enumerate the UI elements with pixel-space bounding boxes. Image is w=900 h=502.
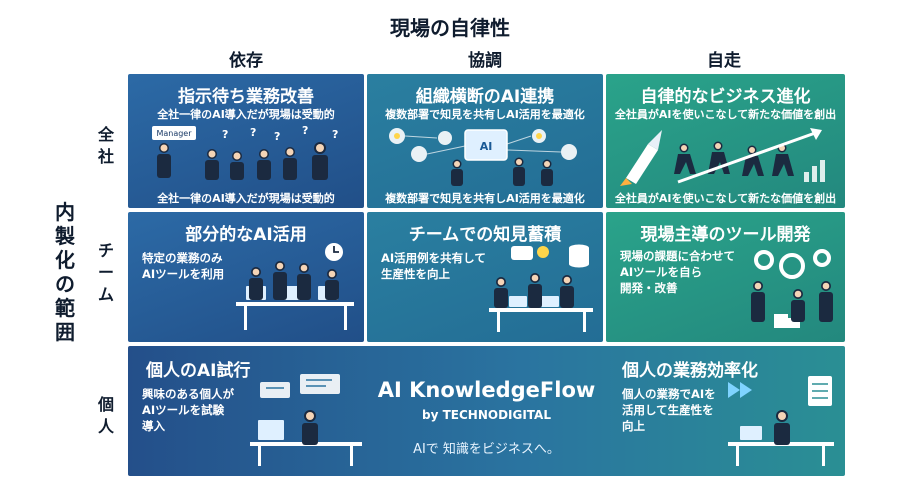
manager-badge: Manager — [156, 129, 192, 138]
cell-desc-1: 現場の課題に合わせて — [620, 249, 735, 263]
cell-title: 現場主導のツール開発 — [640, 225, 811, 245]
cell-company-dependent: 指示待ち業務改善 全社一律のAI導入だが現場は受動的 Manager ?????… — [128, 74, 364, 208]
cell-desc-3: 向上 — [622, 419, 645, 433]
row-label-team: チーム — [97, 241, 114, 304]
column-label-autonomous: 自走 — [707, 51, 741, 71]
cell-team-dependent: 部分的なAI活用 特定の業務のみ AIツールを利用 — [128, 212, 364, 342]
cell-team-collaborative: チームでの知見蓄積 AI活用例を共有して 生産性を向上 — [367, 212, 603, 342]
cell-team-autonomous: 現場主導のツール開発 現場の課題に合わせて AIツールを自ら 開発・改善 — [606, 212, 845, 342]
y-axis-title: 内製化の範囲 — [55, 200, 75, 344]
cell-desc-1: 興味のある個人が — [142, 387, 234, 401]
cell-footer: 全社一律のAI導入だが現場は受動的 — [157, 192, 335, 205]
ai-screen-label: AI — [480, 140, 493, 153]
team-desk-illustration — [236, 243, 354, 330]
brand-name: AI KnowledgeFlow — [377, 378, 596, 402]
confused-workers-illustration: Manager ????? — [152, 124, 338, 180]
svg-text:?: ? — [274, 130, 280, 143]
cell-individual-row: 個人のAI試行 興味のある個人が AIツールを試験 導入 AI Knowledg… — [128, 346, 845, 476]
collaboration-illustration: AI — [389, 128, 577, 186]
cell-desc-3: 開発・改善 — [620, 281, 678, 295]
tool-development-illustration — [751, 249, 833, 328]
cell-subtitle: 全社員がAIを使いこなして新たな価値を創出 — [614, 108, 837, 121]
cell-desc-2: AIツールを利用 — [142, 267, 225, 281]
cell-title: 組織横断のAI連携 — [415, 87, 555, 107]
cell-title-individual-trial: 個人のAI試行 — [146, 361, 251, 381]
individual-trial-illustration — [250, 374, 362, 466]
cell-company-collaborative: 組織横断のAI連携 複数部署で知見を共有しAI活用を最適化 AI 複数部署で知見… — [367, 74, 603, 208]
svg-text:?: ? — [222, 128, 228, 141]
cell-title: 自律的なビジネス進化 — [640, 87, 811, 107]
row-label-individual: 個人 — [97, 395, 114, 436]
cell-title-individual-efficiency: 個人の業務効率化 — [622, 361, 758, 381]
rocket-icon — [620, 130, 662, 186]
svg-text:?: ? — [302, 124, 308, 137]
cell-desc-2: AIツールを自ら — [620, 265, 703, 279]
fast-forward-icon — [728, 382, 752, 398]
rocket-growth-illustration — [620, 128, 825, 186]
cell-subtitle: 全社一律のAI導入だが現場は受動的 — [157, 108, 335, 121]
clock-icon — [325, 243, 343, 261]
cell-desc-2: 活用して生産性を — [622, 403, 714, 417]
svg-text:?: ? — [250, 126, 256, 139]
cell-title: 部分的なAI活用 — [185, 225, 307, 245]
gear-icon — [754, 249, 831, 279]
cell-footer: 複数部署で知見を共有しAI活用を最適化 — [385, 192, 585, 205]
x-axis-title: 現場の自律性 — [390, 16, 510, 40]
database-icon — [569, 244, 589, 268]
individual-efficiency-illustration — [728, 376, 834, 466]
cell-desc-1: AI活用例を共有して — [381, 251, 486, 265]
cell-desc-2: 生産性を向上 — [381, 267, 450, 281]
brand-tagline: AIで 知識をビジネスへ。 — [413, 442, 560, 457]
knowledge-sharing-illustration — [489, 244, 593, 332]
checklist-icon — [808, 376, 832, 406]
cell-desc-1: 個人の業務でAIを — [622, 387, 716, 401]
cell-desc-1: 特定の業務のみ — [142, 251, 223, 265]
lightbulb-icon — [537, 246, 549, 258]
cell-title: チームでの知見蓄積 — [408, 225, 562, 245]
svg-text:?: ? — [332, 128, 338, 141]
cell-footer: 全社員がAIを使いこなして新たな価値を創出 — [614, 192, 837, 205]
column-label-dependent: 依存 — [229, 51, 263, 71]
cell-subtitle: 複数部署で知見を共有しAI活用を最適化 — [385, 108, 585, 121]
cell-desc-3: 導入 — [142, 419, 165, 433]
cell-desc-2: AIツールを試験 — [142, 403, 225, 417]
column-label-collaborative: 協調 — [468, 51, 502, 71]
row-label-company: 全社 — [97, 125, 114, 166]
brand-byline: by TECHNODIGITAL — [422, 408, 551, 422]
cell-company-autonomous: 自律的なビジネス進化 全社員がAIを使いこなして新たな価値を創出 全社員がAIを… — [606, 74, 845, 208]
cell-title: 指示待ち業務改善 — [178, 87, 314, 107]
